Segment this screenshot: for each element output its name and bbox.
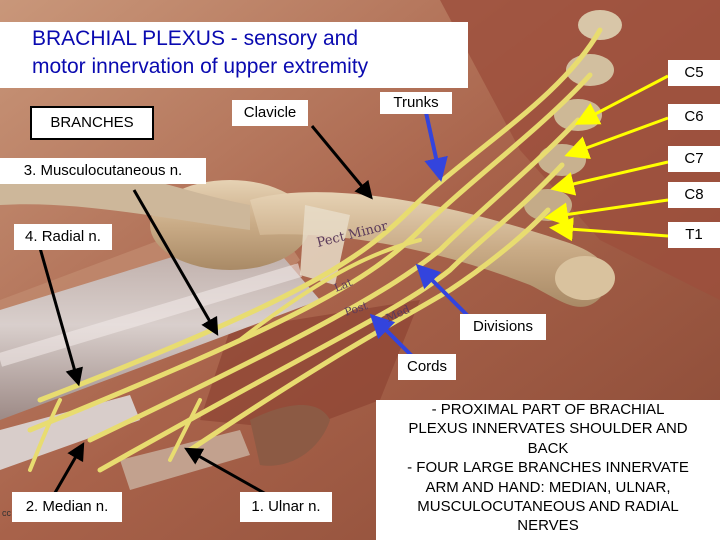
description-line-6: MUSCULOCUTANEOUS AND RADIAL	[417, 498, 679, 516]
ulnar-label: 1. Ulnar n.	[240, 492, 332, 522]
nerve-bundle	[27, 27, 603, 473]
description-line-7: NERVES	[517, 517, 579, 535]
musculocutaneous-arrow	[132, 189, 219, 336]
trunks-label: Trunks	[380, 92, 452, 114]
blue-arrows	[369, 107, 470, 362]
description-box: - PROXIMAL PART OF BRACHIAL PLEXUS INNER…	[376, 400, 720, 540]
title-line-2: motor innervation of upper extremity	[32, 55, 369, 78]
root-arrows	[544, 74, 669, 242]
clavicle-label: Clavicle	[232, 100, 308, 126]
median-label: 2. Median n.	[12, 492, 122, 522]
title-box: BRACHIAL PLEXUS - sensory and motor inne…	[0, 22, 468, 88]
description-line-1: - PROXIMAL PART OF BRACHIAL	[431, 401, 665, 418]
radial-arrow	[38, 247, 83, 387]
c5-label: C5	[668, 60, 720, 86]
description-line-2: PLEXUS INNERVATES SHOULDER AND	[408, 420, 688, 438]
cords-label: Cords	[398, 354, 456, 380]
c6-arrow	[564, 116, 669, 160]
c6-label: C6	[668, 104, 720, 130]
title-line-1: BRACHIAL PLEXUS - sensory and	[32, 27, 359, 50]
c8-arrow	[544, 198, 669, 227]
musculocutaneous-label: 3. Musculocutaneous n.	[0, 158, 206, 184]
c8-label: C8	[668, 182, 720, 208]
trunks-arrow	[423, 107, 448, 182]
median-arrow	[50, 442, 85, 499]
divisions-arrow	[415, 263, 470, 318]
description-line-4: - FOUR LARGE BRANCHES INNERVATE	[407, 459, 689, 477]
branches-label: BRANCHES	[30, 106, 154, 140]
t1-arrow	[549, 217, 669, 242]
corner-mark: cc	[2, 508, 11, 518]
clavicle-arrow	[310, 125, 373, 200]
description-line-3: BACK	[527, 439, 569, 457]
c7-arrow	[550, 160, 669, 196]
cords-arrow	[369, 313, 418, 362]
muscle-cut	[250, 405, 330, 466]
c5-arrow	[574, 74, 669, 125]
radial-label: 4. Radial n.	[14, 224, 112, 250]
c7-label: C7	[668, 146, 720, 172]
biceps-tendon	[0, 395, 140, 470]
sternal-end	[555, 256, 615, 300]
ulnar-arrow	[184, 447, 267, 496]
divisions-label: Divisions	[460, 314, 546, 340]
description-line-5: ARM AND HAND: MEDIAN, ULNAR,	[425, 478, 671, 496]
black-arrows	[38, 125, 373, 499]
t1-label: T1	[668, 222, 720, 248]
